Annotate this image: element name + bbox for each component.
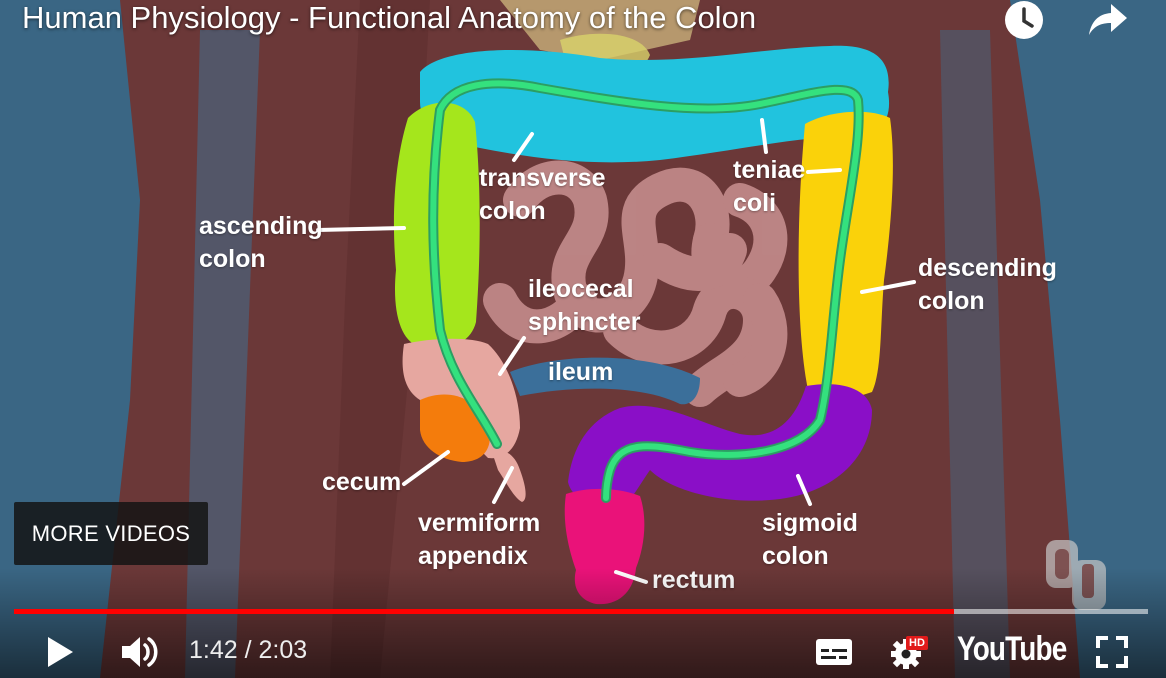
watch-later-button[interactable] — [1002, 0, 1046, 40]
fullscreen-icon — [1096, 636, 1128, 668]
duration: 2:03 — [258, 636, 308, 664]
label-cecum: cecum — [322, 468, 402, 496]
more-videos-button[interactable]: MORE VIDEOS — [14, 502, 208, 565]
mute-button[interactable] — [116, 630, 164, 674]
time-separator: / — [244, 636, 252, 664]
subtitles-icon — [816, 639, 852, 665]
youtube-logo[interactable]: YouTube — [957, 630, 1067, 668]
video-title[interactable]: Human Physiology - Functional Anatomy of… — [22, 0, 757, 35]
clock-icon — [1005, 1, 1043, 39]
current-time: 1:42 — [189, 636, 238, 664]
hd-badge: HD — [906, 636, 928, 650]
time-display: 1:42 / 2:03 — [189, 636, 307, 665]
play-button[interactable] — [38, 630, 82, 674]
progress-bar[interactable] — [14, 609, 1148, 614]
control-bar: 1:42 / 2:03 — [0, 624, 1166, 678]
volume-icon — [122, 637, 158, 667]
share-icon — [1089, 4, 1127, 35]
play-icon — [48, 637, 73, 667]
progress-played — [14, 609, 955, 614]
fullscreen-button[interactable] — [1090, 630, 1134, 674]
subtitles-button[interactable] — [812, 632, 856, 672]
share-button[interactable] — [1086, 0, 1130, 40]
label-ileum: ileum — [548, 358, 614, 386]
controls-gradient — [0, 568, 1166, 678]
